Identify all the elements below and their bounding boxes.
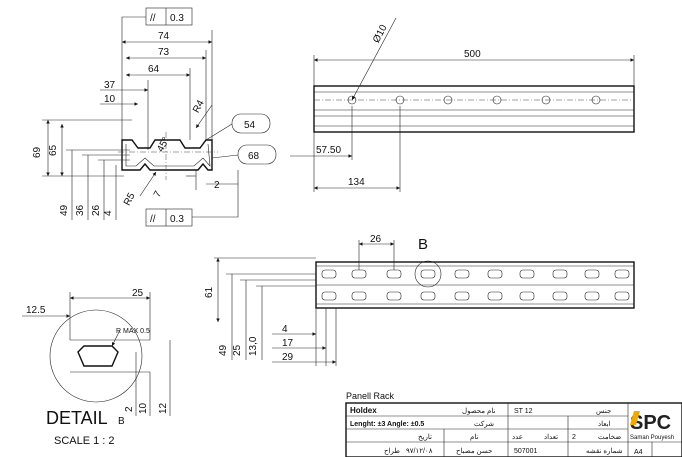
material-label: جنس bbox=[596, 408, 611, 415]
parallel-symbol-bottom: // bbox=[150, 214, 156, 225]
slot-row-top bbox=[321, 269, 630, 279]
company-full-name: Saman Pouyesh bbox=[630, 435, 674, 441]
date-value: ۹۷/۱۲/۰۸ bbox=[406, 448, 433, 455]
svg-text:54: 54 bbox=[244, 120, 256, 131]
company-logo: SPC Saman Pouyesh bbox=[630, 411, 674, 441]
detail-circle-b bbox=[414, 260, 442, 288]
detail-view: 12.5 25 R MAX 0.5 2 10 12 DETAIL B SCALE… bbox=[22, 288, 171, 447]
front-view: B 26 61 49 25 13,0 4 17 29 bbox=[204, 234, 635, 366]
dim-65: 65 bbox=[48, 144, 59, 156]
dim-17-front: 17 bbox=[282, 338, 294, 349]
logo-text: SPC bbox=[630, 412, 671, 434]
dim-26: 26 bbox=[91, 204, 102, 216]
tolerance-value-top: 0.3 bbox=[170, 13, 184, 24]
material-value: ST 12 bbox=[514, 408, 533, 415]
dim-29-front: 29 bbox=[282, 352, 294, 363]
dim-10-detail: 10 bbox=[138, 402, 149, 414]
top-dimensions: 74 73 64 37 10 bbox=[100, 30, 213, 150]
c-profile bbox=[118, 132, 218, 180]
radius-note: R MAX 0.5 bbox=[116, 328, 150, 335]
date-label: تاریخ bbox=[418, 433, 432, 441]
parallelism-frame-top: // 0.3 bbox=[121, 7, 193, 140]
dim-26-front: 26 bbox=[370, 234, 382, 245]
title-block: Panell Rack Holdex نام محصول ST 12 جنس L… bbox=[345, 391, 682, 457]
dim-12-detail: 12 bbox=[158, 402, 169, 414]
dim-49: 49 bbox=[59, 204, 70, 216]
detail-title: DETAIL bbox=[46, 408, 108, 428]
dim-4: 4 bbox=[103, 210, 114, 216]
dim-134: 134 bbox=[348, 177, 365, 188]
dimensions-label: ابعاد bbox=[598, 420, 611, 428]
dim-37: 37 bbox=[104, 80, 116, 91]
sheet-size: A4 bbox=[634, 449, 643, 456]
name-label: نام bbox=[470, 433, 478, 441]
parallel-symbol-top: // bbox=[150, 13, 156, 24]
product-name-label: نام محصول bbox=[462, 407, 495, 415]
parallelism-frame-bottom: // 0.3 bbox=[145, 170, 239, 227]
designer-label: طراح bbox=[384, 447, 400, 455]
detail-title-sub: B bbox=[118, 416, 125, 427]
bottom-dimensions: 49 36 26 4 bbox=[59, 149, 130, 220]
dim-4-front: 4 bbox=[282, 324, 288, 335]
thickness-value: 2 bbox=[572, 434, 576, 441]
dim-36: 36 bbox=[75, 204, 86, 216]
detail-marker-b: B bbox=[418, 236, 428, 253]
length-500: 500 bbox=[464, 49, 481, 60]
dim-13-front: 13,0 bbox=[248, 336, 259, 356]
section-view: // 0.3 74 73 64 37 10 bbox=[32, 7, 277, 227]
dim-10: 10 bbox=[104, 94, 116, 105]
detail-scale: SCALE 1 : 2 bbox=[54, 435, 115, 447]
tolerance-note: Lenght: ±3 Angle: ±0.5 bbox=[350, 421, 424, 428]
callout-54: 54 bbox=[205, 113, 271, 141]
dim-57-50: 57.50 bbox=[316, 145, 341, 156]
drawing-number-label: شماره نقشه bbox=[586, 447, 623, 455]
dim-7: 7 bbox=[152, 189, 165, 199]
angle-45: 45° bbox=[155, 135, 172, 154]
qty-label: عدد bbox=[512, 434, 523, 441]
drawing-number: 507001 bbox=[514, 448, 537, 455]
radius-r4: R4 bbox=[191, 98, 207, 115]
dim-2: 2 bbox=[214, 180, 220, 191]
dim-25-detail: 25 bbox=[132, 288, 144, 299]
dim-73: 73 bbox=[158, 47, 170, 58]
dim-25-front: 25 bbox=[232, 344, 243, 356]
dim-49-front: 49 bbox=[218, 344, 229, 356]
left-dimensions: 69 65 bbox=[32, 119, 132, 177]
diameter-label: Ø10 bbox=[371, 23, 390, 45]
radius-r5: R5 bbox=[122, 191, 138, 208]
callout-68: 68 bbox=[211, 144, 277, 165]
side-view: Ø10 500 57.50 134 bbox=[290, 17, 635, 192]
dim-74: 74 bbox=[158, 31, 170, 42]
dim-64: 64 bbox=[148, 64, 160, 75]
dim-12-5: 12.5 bbox=[26, 305, 46, 316]
customer-label: شرکت bbox=[474, 420, 494, 428]
svg-text:68: 68 bbox=[248, 151, 260, 162]
dim-2-detail: 2 bbox=[124, 406, 135, 412]
drawing-title: Panell Rack bbox=[346, 391, 395, 401]
dim-61: 61 bbox=[204, 286, 215, 298]
tolerance-value-bottom: 0.3 bbox=[170, 214, 184, 225]
company-name: Holdex bbox=[350, 406, 377, 415]
count-label: تعداد bbox=[544, 433, 558, 441]
slot-row-bottom bbox=[321, 291, 630, 301]
dim-69: 69 bbox=[32, 146, 43, 158]
thickness-label: ضخامت bbox=[598, 433, 621, 441]
designer-name: حسن مصباح bbox=[456, 447, 492, 455]
